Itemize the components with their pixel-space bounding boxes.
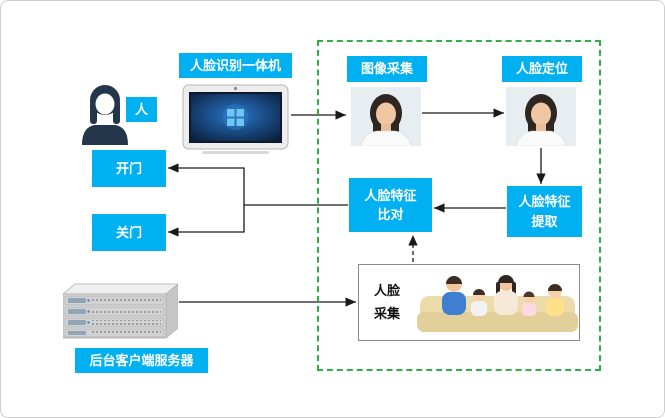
close-door-box: 关门 [92,214,166,251]
server-icon [61,282,180,339]
face-feature-extract-box: 人脸特征 提取 [507,186,582,237]
person-label: 人 [126,97,157,122]
processing-frame [317,40,601,371]
face-location-box: 人脸定位 [502,56,582,82]
captured-face-photo [351,87,421,146]
open-door-box: 开门 [92,150,166,187]
family-photo [415,265,579,340]
face-feature-compare-box: 人脸特征 比对 [349,178,432,232]
person-icon [79,83,131,145]
server-label: 后台客户端服务器 [75,348,208,373]
tablet-device-icon [182,84,289,155]
face-collection-panel: 人脸 采集 [358,264,580,341]
image-capture-box: 图像采集 [347,56,427,82]
located-face-photo [506,87,576,146]
face-collection-label: 人脸 采集 [373,283,400,321]
arrow-compare-to-close-door [168,205,245,237]
device-label: 人脸识别一体机 [179,53,292,78]
